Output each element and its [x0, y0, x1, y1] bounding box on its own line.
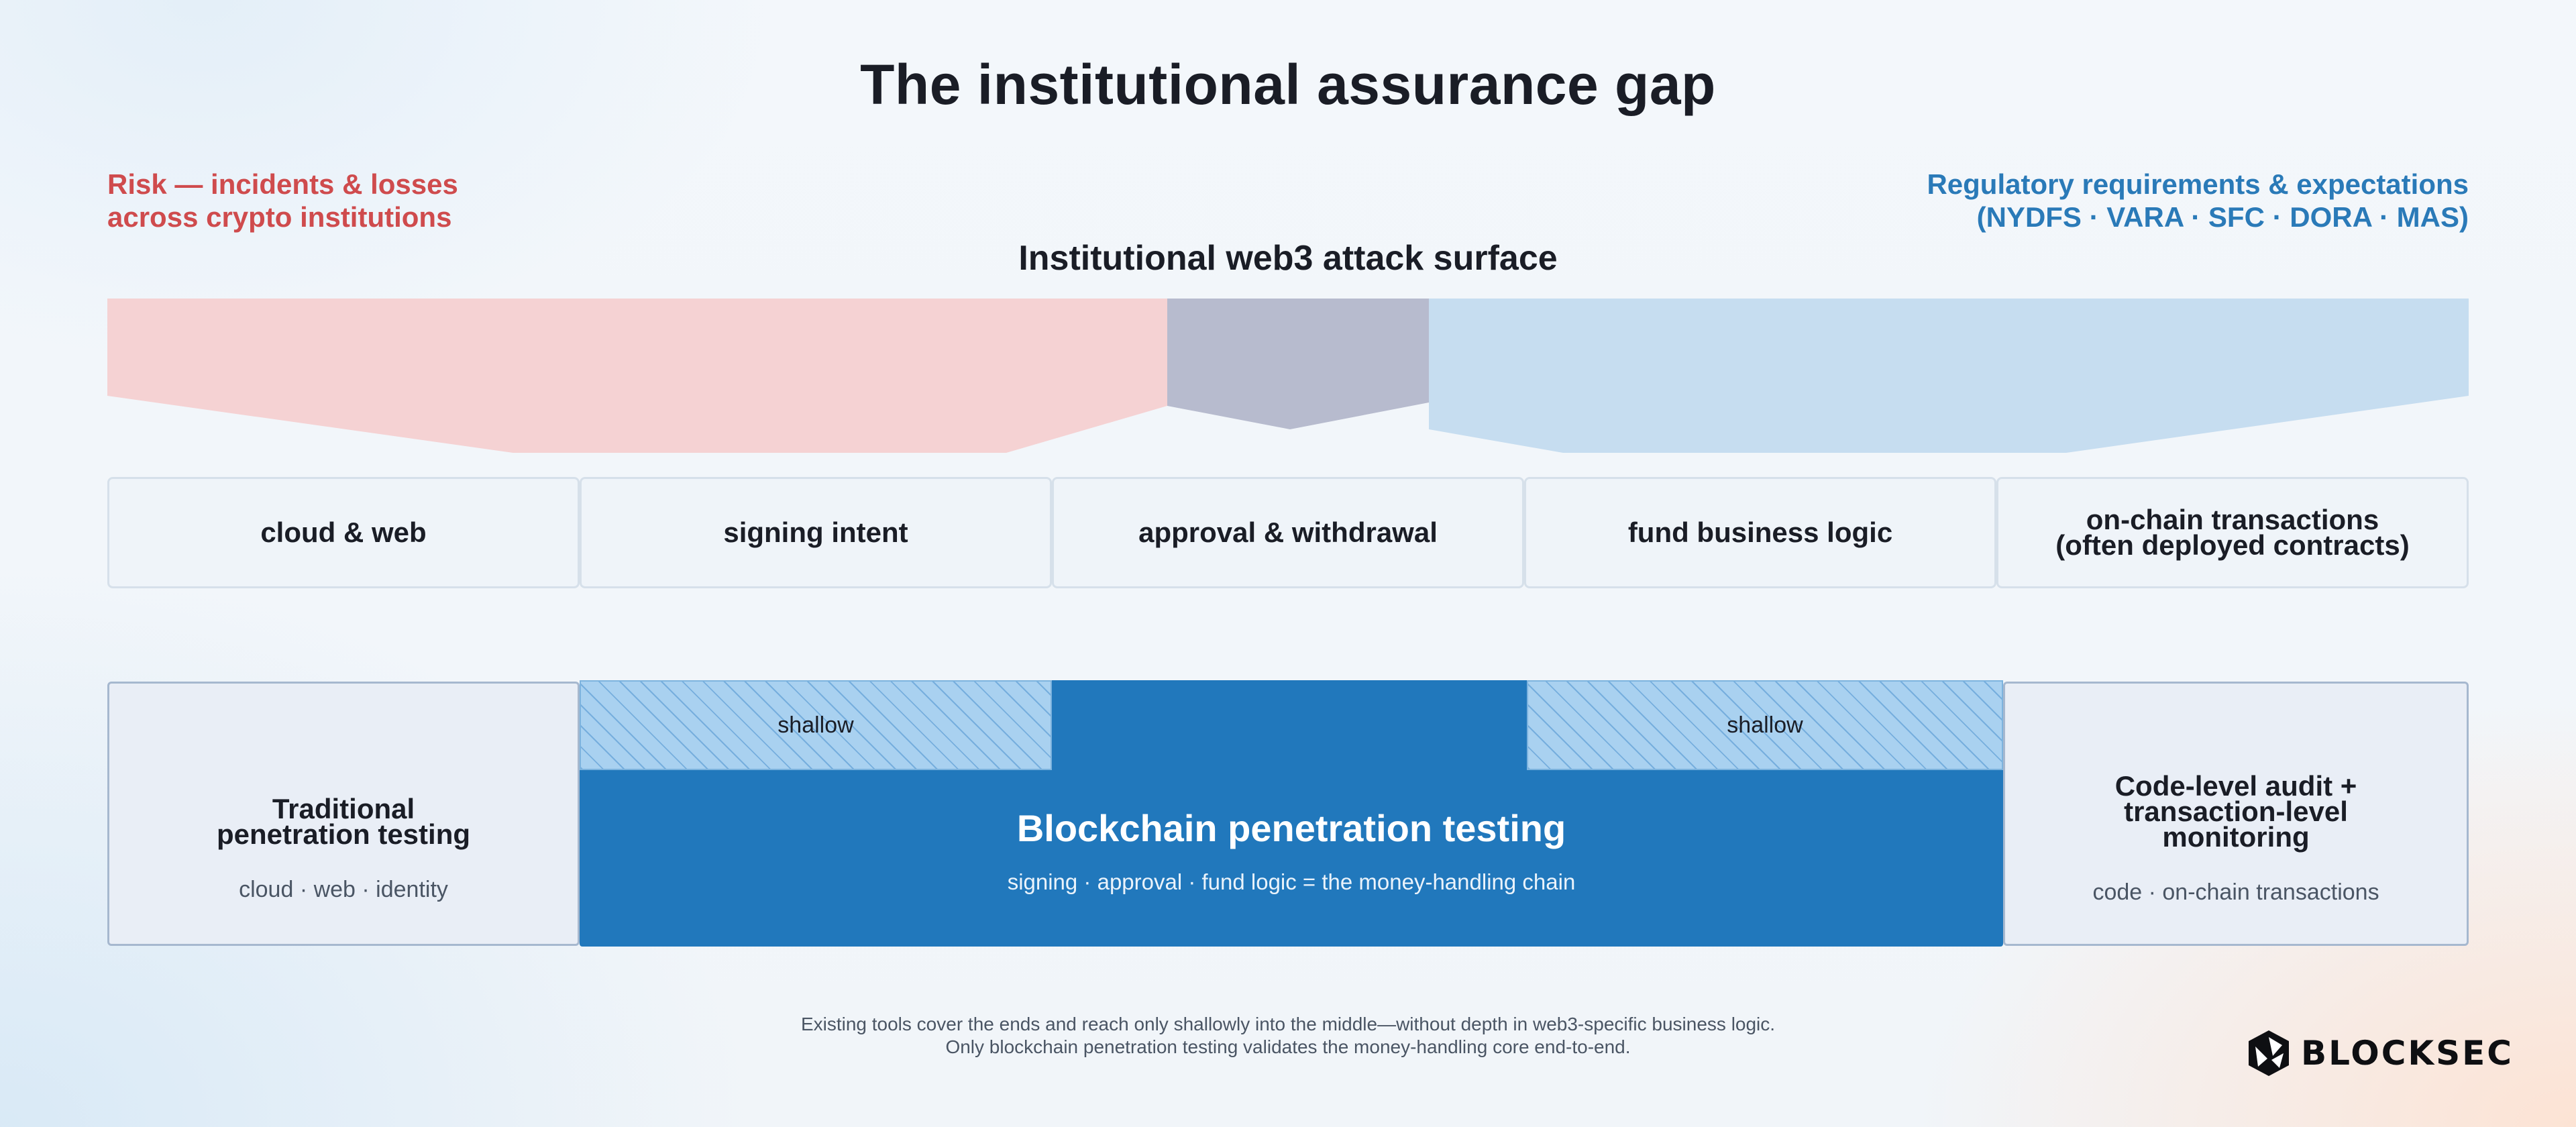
surface-box-label: fund business logic: [1627, 517, 1893, 548]
surface-box-label: cloud & web: [260, 517, 427, 548]
footnote: Existing tools cover the ends and reach …: [0, 1013, 2576, 1059]
risk-label-line-2: across crypto institutions: [107, 201, 452, 233]
blocksec-logo: BLOCKSEC: [2246, 1029, 2514, 1077]
shallow-band-left: shallow: [580, 680, 1052, 770]
shallow-label-right: shallow: [1727, 712, 1803, 738]
surface-box-label: approval & withdrawal: [1138, 517, 1438, 548]
footnote-line-2: Only blockchain penetration testing vali…: [945, 1036, 1631, 1057]
surface-box-signing-intent: signing intent: [580, 477, 1052, 588]
footnote-line-1: Existing tools cover the ends and reach …: [800, 1014, 1776, 1034]
pressure-funnel: [107, 299, 2469, 453]
attack-surface-title: Institutional web3 attack surface: [1018, 239, 1558, 278]
blocksec-logo-icon: [2249, 1030, 2289, 1076]
risk-label: Risk — incidents & losses across crypto …: [107, 168, 711, 233]
regulatory-label-line-1: Regulatory requirements & expectations: [1927, 168, 2469, 200]
risk-funnel: [107, 299, 1167, 453]
page-title: The institutional assurance gap: [860, 53, 1716, 116]
blockchain-pentest-region: shallow shallow Blockchain penetration t…: [580, 680, 2003, 947]
blockchain-pentest-subtitle: signing · approval · fund logic = the mo…: [1007, 869, 1576, 894]
surface-box-cloud-web: cloud & web: [107, 477, 580, 588]
traditional-pentest-title: Traditional penetration testing: [216, 793, 471, 850]
surface-box-label: signing intent: [723, 517, 908, 548]
shallow-band-right: shallow: [1527, 680, 2003, 770]
traditional-pentest-box: Traditional penetration testing cloud · …: [107, 682, 580, 946]
blockchain-pentest-title: Blockchain penetration testing: [1016, 807, 1566, 849]
regulatory-label-line-2: (NYDFS · VARA · SFC · DORA · MAS): [1976, 201, 2469, 233]
regulatory-funnel: [1429, 299, 2469, 453]
regulatory-label: Regulatory requirements & expectations (…: [1597, 168, 2469, 233]
risk-label-line-1: Risk — incidents & losses: [107, 168, 458, 200]
surface-box-label: on-chain transactions (often deployed co…: [2055, 504, 2410, 561]
code-audit-box: Code-level audit + transaction-level mon…: [2003, 682, 2469, 946]
surface-box-approval-withdrawal: approval & withdrawal: [1052, 477, 1524, 588]
code-audit-title: Code-level audit + transaction-level mon…: [2114, 770, 2357, 853]
shallow-label-left: shallow: [777, 712, 854, 738]
surface-box-on-chain-transactions: on-chain transactions (often deployed co…: [1996, 477, 2469, 588]
traditional-pentest-subtitle: cloud · web · identity: [239, 877, 448, 902]
surface-box-fund-business-logic: fund business logic: [1524, 477, 1996, 588]
blocksec-logo-text: BLOCKSEC: [2301, 1034, 2514, 1073]
overlap-funnel: [1167, 299, 1429, 429]
code-audit-subtitle: code · on-chain transactions: [2092, 879, 2379, 905]
